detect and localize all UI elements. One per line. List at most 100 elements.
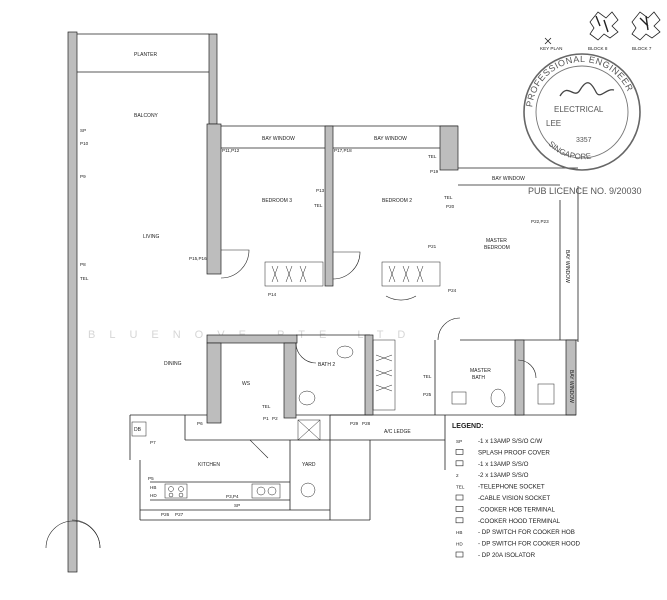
- label-planter: PLANTER: [134, 52, 157, 58]
- point-p19: P19: [430, 169, 439, 174]
- legend-item-9: - DP SWITCH FOR COOKER HOOD: [478, 541, 581, 548]
- label-bedroom2: BEDROOM 2: [382, 198, 412, 204]
- legend-item-2: -1 x 13AMP S/S/O: [478, 461, 529, 468]
- label-db: DB: [134, 427, 142, 433]
- legend-item-4: -TELEPHONE SOCKET: [478, 484, 545, 491]
- point-sp-balcony: SP: [80, 128, 86, 133]
- point-p15p16: P15,P16: [189, 256, 207, 261]
- label-master-2: BEDROOM: [484, 245, 510, 251]
- label-balcony: BALCONY: [134, 113, 159, 119]
- pub-licence: PUB LICENCE NO. 9/20030: [528, 186, 642, 196]
- wardrobes: [264, 261, 441, 392]
- label-kitchen: KITCHEN: [198, 462, 220, 468]
- legend-symbol-6: [455, 506, 464, 512]
- legend-item-6: -COOKER HOB TERMINAL: [478, 506, 555, 513]
- point-p10: P10: [80, 141, 89, 146]
- fixtures: [131, 345, 555, 499]
- point-p24: P24: [448, 288, 457, 293]
- point-p1: P1: [263, 416, 269, 421]
- point-p29: P29: [350, 421, 359, 426]
- point-tel-b3: TEL: [314, 203, 323, 208]
- label-yard: YARD: [302, 462, 316, 468]
- point-p8: P8: [80, 262, 86, 267]
- point-labels: SP P10 P9 P8 TEL P15,P16 P11,P12 P13 TEL…: [80, 128, 549, 517]
- legend-item-7: -COOKER HOOD TERMINAL: [478, 518, 561, 525]
- label-master-bath-1: MASTER: [470, 368, 491, 374]
- legend-item-10: - DP 20A ISOLATOR: [478, 552, 536, 559]
- legend-item-0: -1 x 13AMP S/S/O C/W: [478, 438, 542, 445]
- point-p17p18: P17,P18: [334, 148, 352, 153]
- legend-item-8: - DP SWITCH FOR COOKER HOB: [478, 529, 575, 536]
- key-plan: KEY PLAN BLOCK 8 BLOCK 7: [540, 11, 661, 51]
- point-p27: P27: [175, 512, 184, 517]
- legend-item-3: -2 x 13AMP S/S/O: [478, 472, 529, 479]
- label-master-1: MASTER: [486, 238, 507, 244]
- stamp-arc-text: PROFESSIONAL ENGINEER: [524, 54, 635, 108]
- point-p13: P13: [316, 188, 325, 193]
- point-p21: P21: [428, 244, 437, 249]
- stamp-number: 3357: [576, 137, 592, 144]
- point-p22p23: P22,P23: [531, 219, 549, 224]
- block-a-label: BLOCK 8: [588, 46, 608, 51]
- walls: [67, 31, 579, 573]
- point-p14: P14: [268, 292, 277, 297]
- point-p7: P7: [150, 440, 156, 445]
- legend-symbol-2: [455, 460, 464, 467]
- label-bay-window-right: BAY WINDOW: [564, 250, 570, 283]
- point-tel-living: TEL: [80, 276, 89, 281]
- point-tel-ws: TEL: [262, 404, 271, 409]
- block-7-icon: [631, 11, 661, 41]
- legend: LEGEND: SP -1 x 13AMP S/S/O C/W SPLASH PRO…: [452, 423, 581, 559]
- point-p11p12: P11,P12: [222, 148, 240, 153]
- doors: [45, 249, 537, 549]
- label-bay-window-master: BAY WINDOW: [492, 176, 525, 182]
- stamp-line2: LEE: [546, 119, 561, 128]
- point-p6: P6: [197, 421, 203, 426]
- legend-title: LEGEND:: [452, 423, 484, 430]
- point-sp-kitchen: SP: [234, 503, 240, 508]
- point-p20: P20: [446, 204, 455, 209]
- legend-symbol-8: HB: [456, 530, 462, 535]
- point-p26: P26: [161, 512, 170, 517]
- stamp-line1: ELECTRICAL: [554, 105, 604, 114]
- label-bath2: BATH 2: [318, 362, 335, 368]
- legend-symbol-5: [455, 494, 464, 501]
- legend-symbol-7: [455, 517, 464, 524]
- point-tel-mbath: TEL: [423, 374, 432, 379]
- legend-symbol-10: [455, 551, 464, 558]
- label-master-bath-2: BATH: [472, 375, 485, 381]
- key-plan-label: KEY PLAN: [540, 46, 562, 51]
- block-b-label: BLOCK 7: [632, 46, 652, 51]
- point-p9: P9: [80, 174, 86, 179]
- point-p28: P28: [362, 421, 371, 426]
- point-p3p4: P3,P4: [226, 494, 239, 499]
- label-bay-window-lower: BAY WINDOW: [568, 370, 574, 403]
- label-living: LIVING: [143, 234, 160, 240]
- point-p2: P2: [272, 416, 278, 421]
- label-bedroom3: BEDROOM 3: [262, 198, 292, 204]
- label-bay-window-b2: BAY WINDOW: [374, 136, 407, 142]
- label-dining: DINING: [164, 361, 182, 367]
- legend-symbol-9: HD: [456, 542, 463, 547]
- room-labels: PLANTER BALCONY LIVING DINING BEDROOM 3 …: [134, 52, 574, 468]
- point-hd: HD: [150, 493, 157, 498]
- legend-item-1: SPLASH PROOF COVER: [478, 449, 550, 456]
- legend-symbol-0: SP: [456, 439, 462, 444]
- label-ws: WS: [242, 381, 251, 387]
- label-bay-window-b3: BAY WINDOW: [262, 136, 295, 142]
- label-ac-ledge: A/C LEDGE: [384, 429, 411, 435]
- pe-stamp: PROFESSIONAL ENGINEER ELECTRICAL LEE 335…: [523, 53, 642, 196]
- legend-symbol-3: 2: [456, 473, 459, 478]
- legend-symbol-4: TEL: [456, 485, 465, 490]
- point-p25: P25: [423, 392, 432, 397]
- signature: [559, 82, 615, 97]
- legend-item-5: -CABLE VISION SOCKET: [478, 495, 550, 502]
- legend-symbol-1: [455, 449, 464, 455]
- point-tel-master: TEL: [444, 195, 453, 200]
- point-hb: HB: [150, 485, 156, 490]
- block-8-icon: [589, 11, 619, 41]
- point-tel-b2: TEL: [428, 154, 437, 159]
- point-p5: P5: [148, 476, 154, 481]
- compass-icon: [544, 37, 552, 45]
